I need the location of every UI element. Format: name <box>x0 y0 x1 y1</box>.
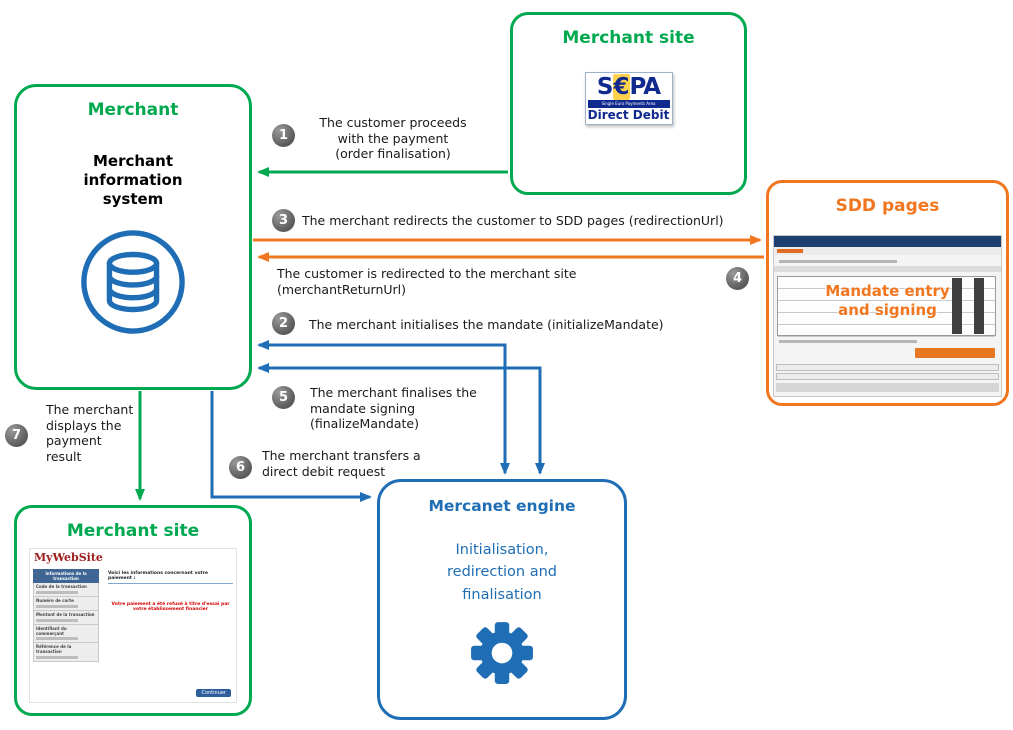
screenshot-breadcrumb-bar <box>774 247 1001 255</box>
mandate-entry-signing-label: Mandate entry and signing <box>825 282 950 319</box>
step-circle-7: 7 <box>5 424 28 447</box>
transaction-info-sidebar: Informations de la transaction Code de l… <box>33 569 99 662</box>
screenshot-orange-button <box>915 348 995 358</box>
sidebar-row-label: Identifiant du commerçant <box>36 625 67 636</box>
payment-result-screenshot: MyWebSite Informations de la transaction… <box>29 548 237 703</box>
merchant-site-bottom-title: Merchant site <box>66 521 200 541</box>
sdd-pages-box: SDD pages Mandate entry and signing <box>766 180 1009 406</box>
table-row <box>778 289 995 301</box>
sidebar-row: Montant de la transaction <box>33 610 99 625</box>
mercanet-engine-title: Mercanet engine <box>428 497 576 515</box>
merchant-site-top-title: Merchant site <box>562 28 695 48</box>
sidebar-row: Référence de la transaction <box>33 643 99 662</box>
step-circle-3: 3 <box>272 209 295 232</box>
screenshot-footer-bar <box>776 373 999 380</box>
merchant-box: Merchant Merchant information system <box>14 84 252 390</box>
sidebar-row: Identifiant du commerçant <box>33 624 99 644</box>
screenshot-footer-bar <box>776 364 999 371</box>
sidebar-row-label: Référence de la transaction <box>36 644 72 655</box>
sidebar-row: Code de la transaction <box>33 583 99 598</box>
database-icon <box>81 229 185 334</box>
step-circle-6: 6 <box>229 456 252 479</box>
mywebsite-logo: MyWebSite <box>34 551 103 564</box>
sidebar-row-value-bar <box>36 637 78 641</box>
table-row <box>778 277 995 289</box>
merchant-site-top-box: Merchant site S€PA Single Euro Payments … <box>510 12 747 195</box>
merchant-information-system-label: Merchant information system <box>83 152 183 209</box>
step-label-7: The merchant displays the payment result <box>46 402 134 464</box>
step-label-1: The customer proceeds with the payment (… <box>319 115 467 162</box>
table-row <box>778 313 995 325</box>
step-circle-2: 2 <box>272 312 295 335</box>
screenshot-text-line <box>779 340 917 343</box>
sidebar-row: Numéro de carte <box>33 597 99 611</box>
screenshot-footer-bar <box>776 383 999 392</box>
sepa-euro-sign: € <box>612 74 630 100</box>
sdd-pages-title: SDD pages <box>835 196 940 216</box>
sidebar-row-label: Code de la transaction <box>36 584 87 590</box>
payment-result-main: Voici les informations concernant votre … <box>108 571 233 612</box>
table-row <box>778 325 995 337</box>
payment-result-message: Votre paiement a été refusé à titre d'es… <box>111 602 230 612</box>
step-label-3: The merchant redirects the customer to S… <box>302 213 724 228</box>
sidebar-row-value-bar <box>36 604 78 608</box>
step-label-6: The merchant transfers a direct debit re… <box>262 448 421 479</box>
sdd-page-screenshot: Mandate entry and signing <box>773 235 1002 397</box>
mercanet-engine-subtitle: Initialisation, redirection and finalisa… <box>447 542 557 603</box>
screenshot-band <box>774 266 1001 272</box>
merchant-title: Merchant <box>87 100 179 120</box>
sepa-letters-pa: PA <box>629 74 662 100</box>
divider <box>108 583 233 584</box>
step-label-5: The merchant finalises the mandate signi… <box>310 385 477 432</box>
sidebar-row-value-bar <box>36 591 78 595</box>
payment-info-line: Voici les informations concernant votre … <box>108 571 208 581</box>
merchant-site-bottom-box: Merchant site MyWebSite Informations de … <box>14 505 252 716</box>
screenshot-dark-column <box>974 278 984 334</box>
sepa-direct-debit-logo: S€PA Single Euro Payments Area Direct De… <box>584 72 673 125</box>
sidebar-header: Informations de la transaction <box>33 569 99 584</box>
sepa-logo-word: S€PA <box>588 74 670 100</box>
step-circle-1: 1 <box>272 124 295 147</box>
screenshot-logo-chip <box>777 249 803 253</box>
sidebar-row-label: Montant de la transaction <box>36 611 95 617</box>
continuer-button: Continuer <box>196 689 231 697</box>
sepa-strip-text: Single Euro Payments Area <box>587 100 670 108</box>
screenshot-text-line <box>779 260 897 263</box>
step-circle-4: 4 <box>726 267 749 290</box>
sepa-direct-debit-label: Direct Debit <box>587 107 670 122</box>
sidebar-row-label: Numéro de carte <box>36 598 74 604</box>
sepa-letter-s: S <box>596 74 614 100</box>
screenshot-dark-column <box>952 278 962 334</box>
gear-icon <box>471 622 533 685</box>
screenshot-header-bar <box>774 236 1001 247</box>
step-label-4: The customer is redirected to the mercha… <box>277 266 577 297</box>
sidebar-row-value-bar <box>36 655 78 659</box>
gear-icon-wrap <box>380 620 624 690</box>
sidebar-row-value-bar <box>36 618 78 622</box>
table-row <box>778 301 995 313</box>
step-circle-5: 5 <box>272 386 295 409</box>
mercanet-engine-box: Mercanet engine Initialisation, redirect… <box>377 479 627 720</box>
step-label-2: The merchant initialises the mandate (in… <box>309 317 664 332</box>
database-icon-wrap <box>17 228 249 340</box>
